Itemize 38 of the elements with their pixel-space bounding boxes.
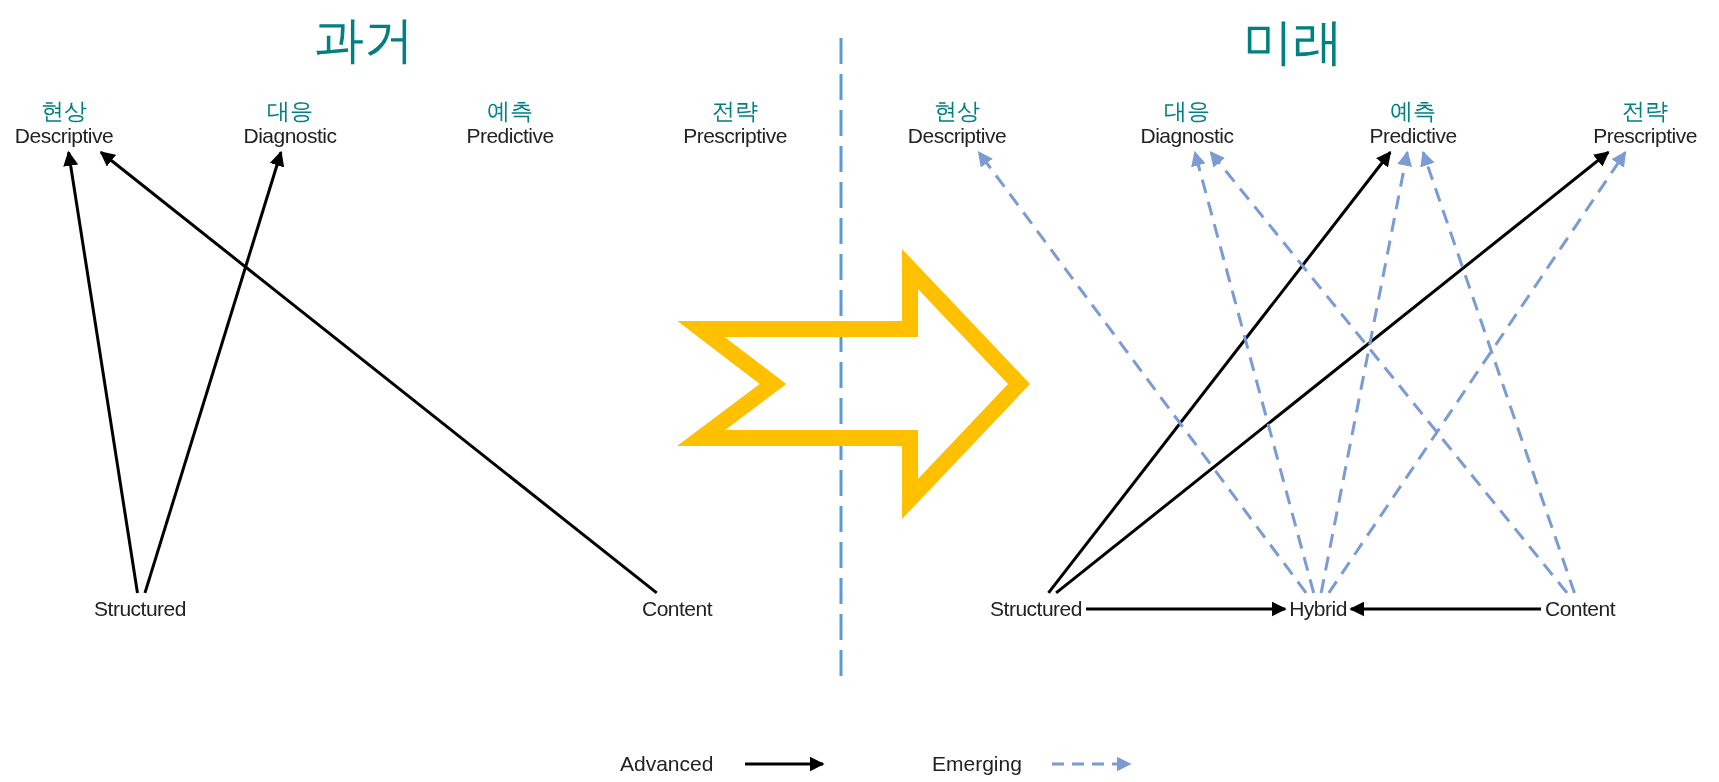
arrow: [99, 151, 658, 595]
heading-label: 예측: [1389, 97, 1437, 125]
heading-label: 전략: [711, 97, 759, 125]
category-label: Diagnostic: [1140, 124, 1234, 149]
category-label: Content: [1544, 596, 1616, 622]
arrow: [1319, 150, 1413, 594]
category-label: Hybrid: [1289, 596, 1347, 622]
heading-label: 대응: [266, 97, 314, 125]
arrow: [1420, 150, 1576, 594]
heading-label: 예측: [486, 97, 534, 125]
arrow: [1191, 150, 1316, 594]
legend-label: Emerging: [932, 752, 1022, 776]
arrow: [1327, 151, 1627, 594]
legend-label: Advanced: [620, 752, 714, 776]
arrow: [1085, 601, 1287, 617]
category-label: Prescriptive: [683, 124, 787, 149]
category-label: Structured: [990, 596, 1082, 622]
arrow: [1047, 151, 1392, 594]
panel-title: 미래: [1243, 11, 1343, 73]
heading-label: 현상: [933, 97, 981, 125]
category-label: Predictive: [466, 124, 554, 149]
arrow: [143, 150, 285, 594]
arrow: [1055, 151, 1610, 595]
panel-title: 과거: [314, 9, 414, 71]
heading-label: 현상: [40, 97, 88, 125]
category-label: Prescriptive: [1593, 124, 1697, 149]
heading-label: 전략: [1621, 97, 1669, 125]
category-label: Structured: [94, 596, 186, 622]
category-label: Descriptive: [14, 124, 114, 149]
category-label: Content: [641, 596, 713, 622]
heading-label: 대응: [1163, 97, 1211, 125]
category-label: Diagnostic: [243, 124, 337, 149]
category-label: Predictive: [1369, 124, 1457, 149]
arrow: [977, 151, 1308, 594]
arrow: [63, 150, 139, 594]
category-label: Descriptive: [907, 124, 1007, 149]
arrow: [1349, 601, 1541, 617]
arrow: [1209, 151, 1569, 594]
